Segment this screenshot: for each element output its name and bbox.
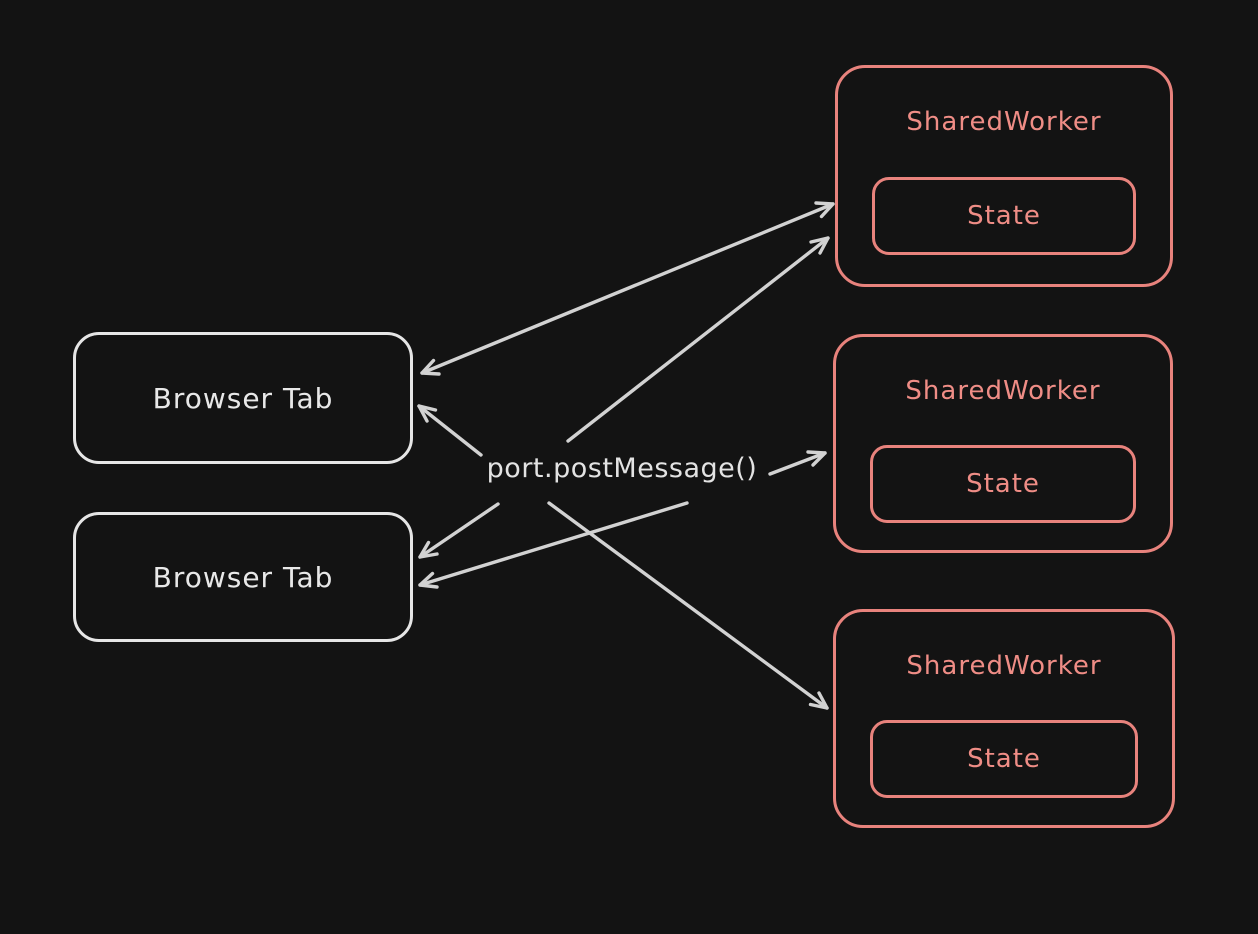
- arrow-label-tab2-upper[interactable]: [418, 502, 500, 559]
- shared-worker-label: SharedWorker: [906, 651, 1102, 681]
- state-label: State: [967, 201, 1041, 231]
- browser-tab-label: Browser Tab: [152, 560, 334, 594]
- state-label: State: [966, 469, 1040, 499]
- arrow-label-tab2-lower[interactable]: [418, 501, 689, 589]
- arrow-label-worker3[interactable]: [547, 501, 829, 710]
- state-node[interactable]: State: [872, 177, 1136, 255]
- browser-tab-node-2[interactable]: Browser Tab: [73, 512, 413, 642]
- shared-worker-label: SharedWorker: [905, 376, 1101, 406]
- shared-worker-node-3[interactable]: SharedWorker State: [833, 609, 1175, 828]
- arrow-tab1-worker1[interactable]: [420, 201, 835, 376]
- shared-worker-node-1[interactable]: SharedWorker State: [835, 65, 1173, 287]
- arrow-label-worker2[interactable]: [768, 450, 827, 476]
- arrow-label-tab1[interactable]: [417, 404, 483, 457]
- port-postmessage-label[interactable]: port.postMessage(): [486, 453, 758, 484]
- arrow-label-worker1[interactable]: [566, 236, 830, 443]
- browser-tab-node-1[interactable]: Browser Tab: [73, 332, 413, 464]
- shared-worker-label: SharedWorker: [906, 107, 1102, 137]
- state-node[interactable]: State: [870, 445, 1136, 523]
- browser-tab-label: Browser Tab: [152, 381, 334, 415]
- state-label: State: [967, 744, 1041, 774]
- state-node[interactable]: State: [870, 720, 1138, 798]
- shared-worker-node-2[interactable]: SharedWorker State: [833, 334, 1173, 553]
